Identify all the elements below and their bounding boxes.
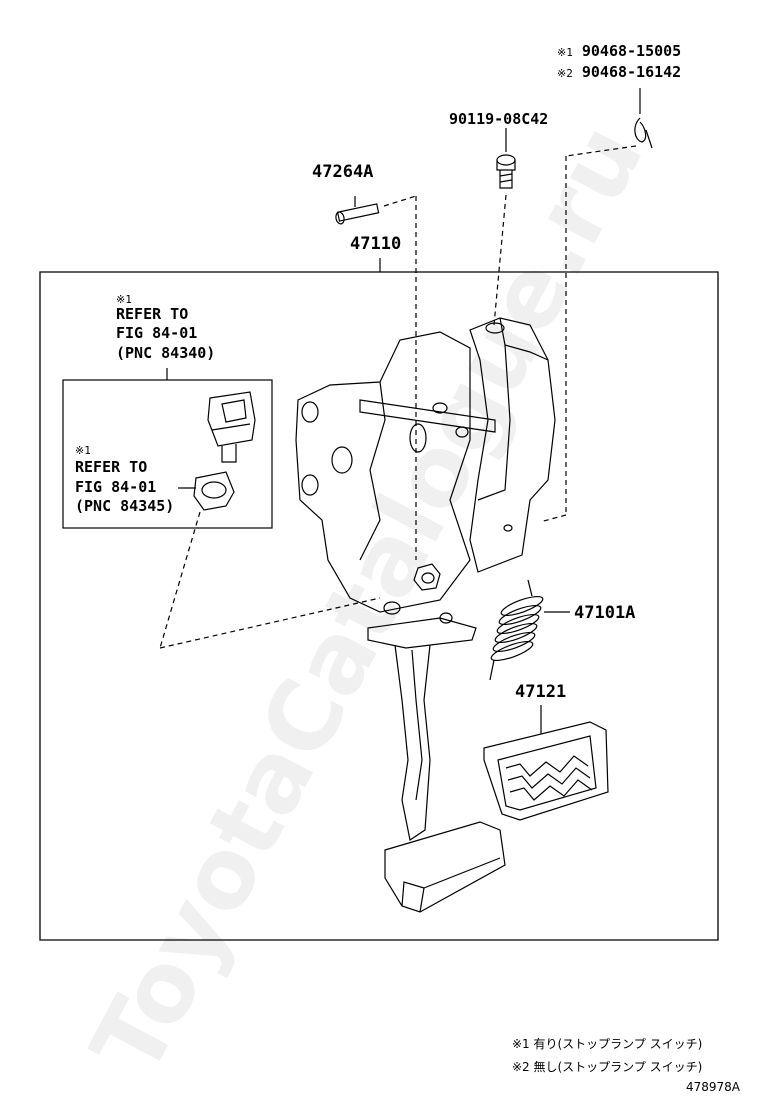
- return-spring-47101a: [489, 579, 570, 681]
- pedal-pad-47121: [483, 705, 609, 821]
- pad-label: 47121: [515, 682, 567, 702]
- spring-label: 47101A: [574, 603, 636, 623]
- clip-90468: [634, 88, 653, 149]
- ref-inner-mark: ※1: [75, 444, 91, 457]
- bolt-90119-08c42: [496, 128, 516, 189]
- ref-inner-line2: FIG 84-01: [75, 478, 157, 496]
- assembly-frame: [39, 271, 719, 941]
- footnote-2: ※2 無し(ストップランプ スイッチ): [512, 1060, 703, 1074]
- ref-top-mark: ※1: [116, 293, 132, 306]
- pedal-arm: [384, 644, 506, 913]
- clip-part-number-2: 90468-16142: [581, 63, 682, 81]
- footnote-1: ※1 有り(ストップランプ スイッチ): [512, 1037, 703, 1051]
- pedal-bracket: [295, 317, 556, 649]
- pin-47264a: [335, 196, 380, 225]
- clip-mark-1: ※1: [557, 46, 573, 59]
- ref-inner-line1: REFER TO: [75, 458, 148, 476]
- clip-label-2: ※2 90468-16142: [557, 65, 681, 80]
- ref-top-line2: FIG 84-01: [116, 324, 198, 342]
- clip-mark-2: ※2: [557, 67, 573, 80]
- bolt-label: 90119-08C42: [449, 110, 549, 128]
- pedal-assembly-label: 47110: [350, 234, 402, 254]
- clip-part-number-1: 90468-15005: [581, 42, 682, 60]
- stop-lamp-switch: [178, 391, 256, 511]
- ref-top-line3: (PNC 84340): [116, 344, 216, 362]
- figure-id: 478978A: [686, 1080, 741, 1094]
- ref-inner-line3: (PNC 84345): [75, 497, 175, 515]
- pin-label: 47264A: [312, 162, 374, 182]
- ref-top-line1: REFER TO: [116, 305, 189, 323]
- clip-label-1: ※1 90468-15005: [557, 44, 681, 59]
